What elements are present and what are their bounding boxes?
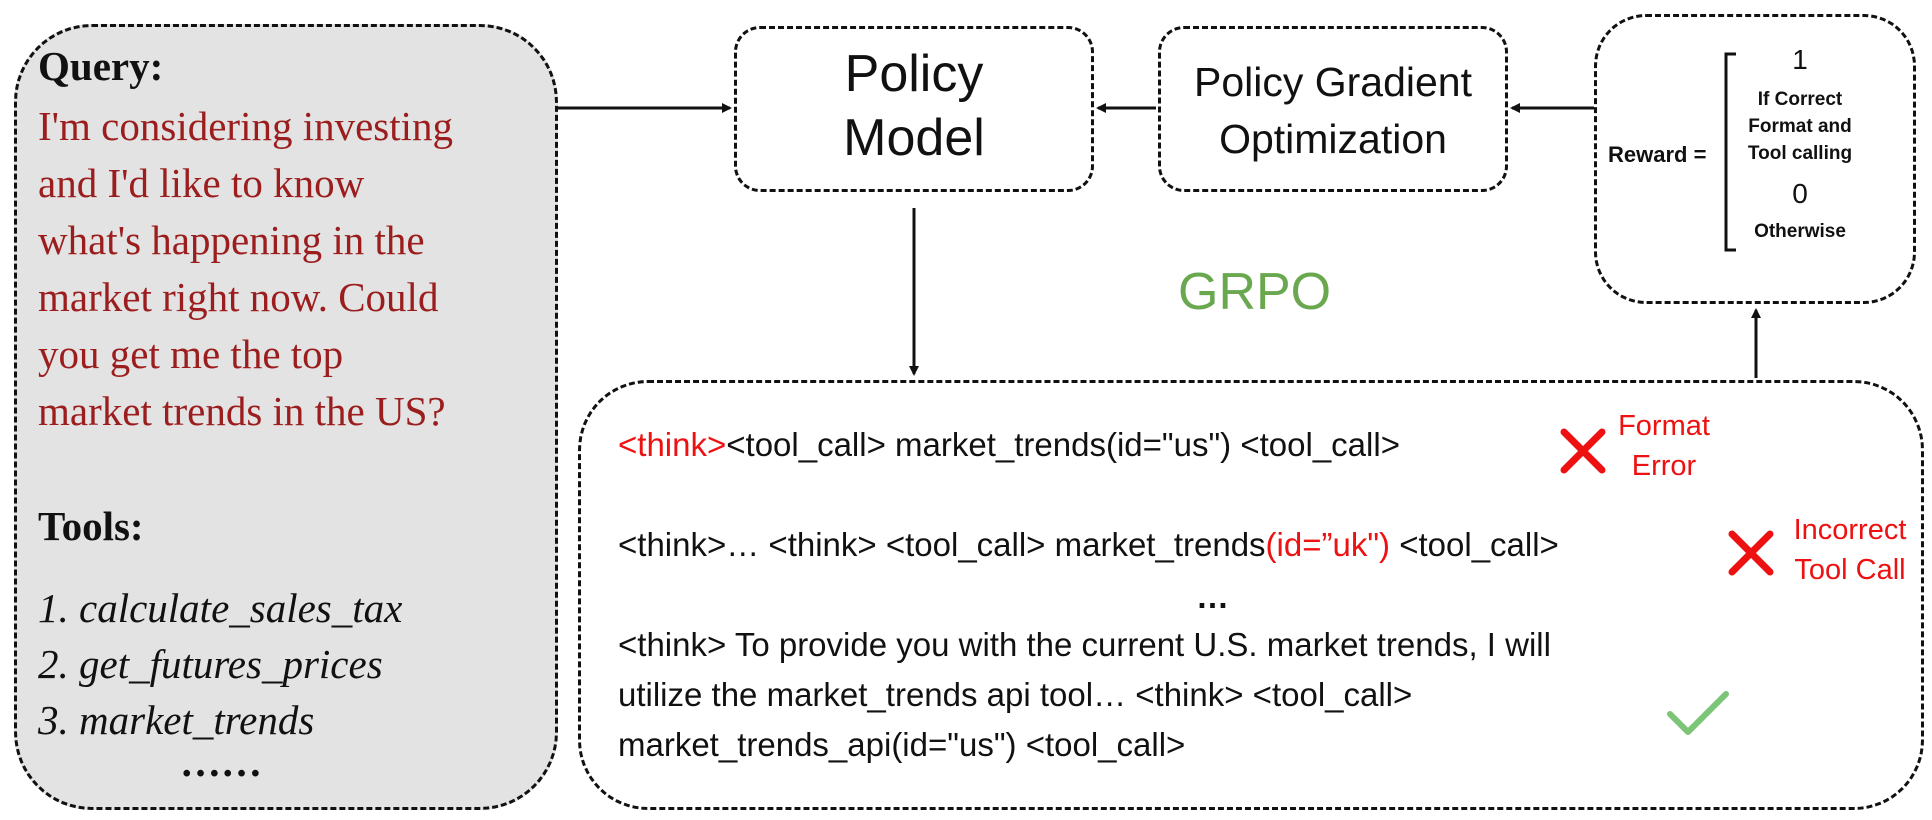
query-panel (14, 24, 558, 810)
output-line-format-error: <think><tool_call> market_trends(id="us"… (618, 426, 1400, 464)
policy-gradient-box (1158, 26, 1508, 192)
reward-condition-otherwise: Otherwise (1754, 221, 1846, 242)
reward-condition-correct: If Correct Format and Tool calling (1747, 89, 1853, 164)
output-line-1-text: <tool_call> market_trends(id="us") <tool… (726, 426, 1400, 463)
output-ellipsis: … (1196, 578, 1229, 615)
reward-box (1594, 14, 1916, 304)
tool-item-2: 2. get_futures_prices (38, 641, 383, 687)
output-line-3c: market_trends_api(id="us") <tool_call> (618, 726, 1186, 763)
reward-value-correct: 1 (1792, 44, 1808, 75)
wrong-argument-highlight: (id=”uk") (1265, 526, 1391, 563)
outputs-panel (578, 380, 1924, 810)
query-heading: Query: (38, 43, 164, 89)
reward-brace-icon (1724, 52, 1736, 252)
incorrect-tool-call-label: Incorrect Tool Call (1793, 514, 1907, 586)
tools-ellipsis: …… (180, 739, 262, 785)
reward-value-otherwise: 0 (1792, 178, 1808, 209)
check-icon (1667, 691, 1729, 735)
tool-item-1: 1. calculate_sales_tax (38, 585, 403, 631)
tools-heading: Tools: (38, 503, 144, 549)
cross-icon (1560, 428, 1606, 474)
grpo-label: GRPO (1178, 263, 1332, 321)
query-text: I'm considering investing and I'd like t… (38, 103, 454, 434)
cross-icon (1728, 530, 1774, 576)
tool-item-3: 3. market_trends (38, 697, 315, 743)
policy-gradient-label: Policy Gradient Optimization (1193, 59, 1472, 162)
policy-model-label: Policy Model (843, 45, 985, 167)
policy-model-box (734, 26, 1094, 192)
reward-label: Reward = (1608, 142, 1707, 167)
format-error-label: Format Error (1618, 410, 1710, 482)
output-line-2-suffix: <tool_call> (1390, 526, 1559, 563)
output-line-3b: utilize the market_trends api tool… <thi… (618, 676, 1413, 713)
output-line-3a: <think> To provide you with the current … (618, 626, 1551, 663)
output-line-incorrect-call: <think>… <think> <tool_call> market_tren… (618, 526, 1559, 564)
think-tag-highlight: <think> (618, 426, 727, 463)
output-line-2-prefix: <think>… <think> <tool_call> market_tren… (618, 526, 1266, 563)
